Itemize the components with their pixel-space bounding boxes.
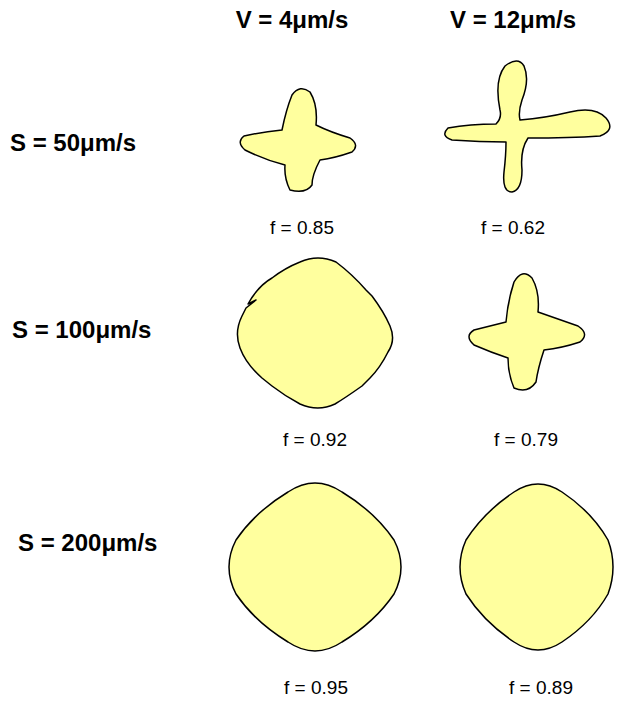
crystal-shape bbox=[237, 258, 392, 408]
crystal-shape bbox=[229, 483, 401, 651]
fraction-value: f = 0.95 bbox=[284, 678, 348, 699]
fraction-value: f = 0.85 bbox=[270, 218, 334, 239]
row-heading: S = 200μm/s bbox=[18, 530, 157, 556]
fraction-value: f = 0.79 bbox=[494, 430, 558, 451]
crystal-shape bbox=[469, 274, 585, 390]
column-heading: V = 12μm/s bbox=[450, 7, 576, 33]
fraction-value: f = 0.89 bbox=[509, 678, 573, 699]
crystal-shape bbox=[460, 484, 613, 650]
fraction-value: f = 0.62 bbox=[481, 218, 545, 239]
fraction-value: f = 0.92 bbox=[283, 430, 347, 451]
row-heading: S = 50μm/s bbox=[10, 130, 136, 156]
crystal-shape bbox=[240, 89, 355, 192]
column-heading: V = 4μm/s bbox=[236, 7, 349, 33]
crystal-shape bbox=[445, 61, 610, 192]
row-heading: S = 100μm/s bbox=[12, 317, 151, 343]
